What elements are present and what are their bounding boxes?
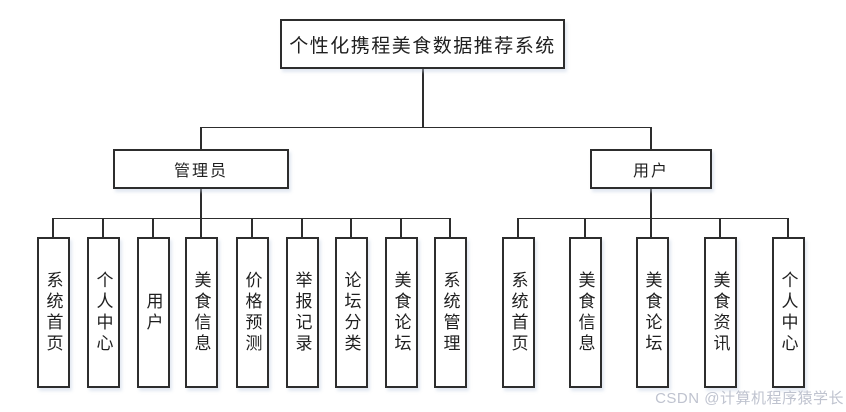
connector-stub <box>200 218 202 238</box>
admin-leaf-8-label: 系统管理 <box>440 270 460 355</box>
user-leaf-4: 个人中心 <box>771 237 805 388</box>
connector-stub <box>719 218 721 238</box>
connector-user-horizontal <box>517 217 789 219</box>
connector-stub <box>517 218 519 238</box>
connector-level1-horizontal <box>200 126 652 128</box>
user-leaf-1: 美食信息 <box>568 237 602 388</box>
connector-user-drop <box>650 127 652 149</box>
admin-leaf-7-label: 美食论坛 <box>391 270 411 355</box>
admin-leaf-8: 系统管理 <box>433 237 467 388</box>
admin-node-label: 管理员 <box>173 163 228 180</box>
user-leaf-0-label: 系统首页 <box>508 270 528 355</box>
connector-stub <box>787 218 789 238</box>
admin-leaf-2-label: 用户 <box>143 291 163 334</box>
user-leaf-3-label: 美食资讯 <box>710 270 730 355</box>
admin-leaf-4: 价格预测 <box>235 237 269 388</box>
user-leaf-3: 美食资讯 <box>703 237 737 388</box>
user-node-label: 用户 <box>632 163 669 180</box>
user-leaf-1-label: 美食信息 <box>575 270 595 355</box>
connector-stub <box>251 218 253 238</box>
user-leaf-2: 美食论坛 <box>635 237 669 388</box>
connector-stub <box>584 218 586 238</box>
admin-leaf-0-label: 系统首页 <box>43 270 63 355</box>
admin-leaf-3-label: 美食信息 <box>191 270 211 355</box>
admin-leaf-6-label: 论坛分类 <box>341 270 361 355</box>
connector-user-vertical <box>650 189 652 219</box>
admin-node: 管理员 <box>113 149 289 189</box>
admin-leaf-2: 用户 <box>136 237 170 388</box>
admin-leaf-1-label: 个人中心 <box>93 270 113 355</box>
admin-leaf-7: 美食论坛 <box>384 237 418 388</box>
root-node-label: 个性化携程美食数据推荐系统 <box>289 35 556 57</box>
user-leaf-4-label: 个人中心 <box>778 270 798 355</box>
connector-stub <box>400 218 402 238</box>
user-node: 用户 <box>590 149 712 189</box>
root-node: 个性化携程美食数据推荐系统 <box>280 19 565 69</box>
admin-leaf-0: 系统首页 <box>36 237 70 388</box>
connector-stub <box>152 218 154 238</box>
admin-leaf-6: 论坛分类 <box>334 237 368 388</box>
watermark: CSDN @计算机程序猿学长 <box>655 390 844 407</box>
connector-stub <box>52 218 54 238</box>
connector-admin-drop <box>200 127 202 149</box>
admin-leaf-5-label: 举报记录 <box>292 270 312 355</box>
admin-leaf-1: 个人中心 <box>86 237 120 388</box>
connector-stub <box>650 218 652 238</box>
connector-stub <box>449 218 451 238</box>
connector-stub <box>102 218 104 238</box>
connector-stub <box>350 218 352 238</box>
connector-root-vertical <box>422 69 424 127</box>
admin-leaf-5: 举报记录 <box>285 237 319 388</box>
admin-leaf-3: 美食信息 <box>184 237 218 388</box>
connector-stub <box>301 218 303 238</box>
admin-leaf-4-label: 价格预测 <box>242 270 262 355</box>
user-leaf-2-label: 美食论坛 <box>642 270 662 355</box>
user-leaf-0: 系统首页 <box>501 237 535 388</box>
connector-admin-vertical <box>200 189 202 219</box>
